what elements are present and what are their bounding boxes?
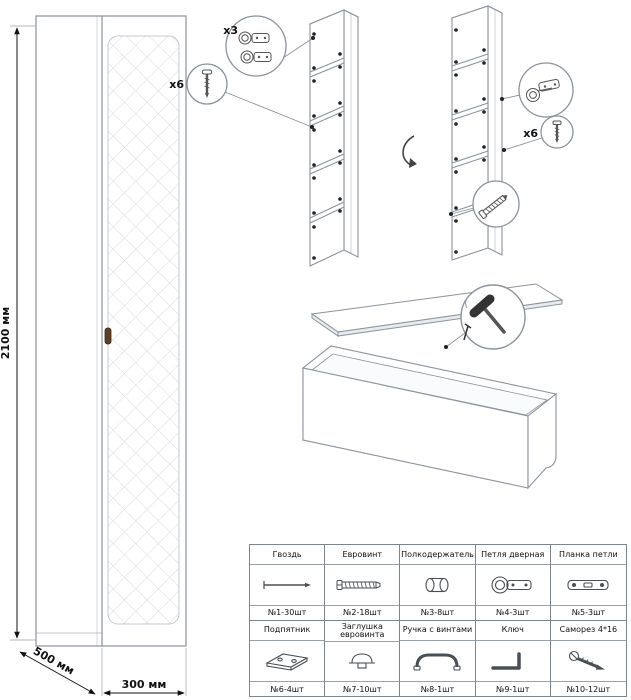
hammer-callout bbox=[444, 284, 526, 350]
part-name: Полкодержатель bbox=[400, 545, 475, 565]
euroscrew-icon bbox=[478, 194, 508, 219]
part-cell-screw-cap: Заглушка евровинта №7-10шт bbox=[325, 620, 401, 696]
part-cell-key: Ключ №9-1шт bbox=[475, 620, 551, 696]
part-qty: №5-3шт bbox=[550, 604, 626, 620]
drill-hole-dots bbox=[312, 32, 342, 260]
part-cell-shelf-support: Полкодержатель №3-8шт bbox=[400, 545, 476, 621]
screws-right-qty-label: x6 bbox=[523, 127, 538, 140]
flip-arrow bbox=[402, 135, 417, 168]
hinge-icon bbox=[238, 31, 272, 64]
part-cell-euroscrew: Евровинт №2-18шт bbox=[325, 545, 401, 621]
euroscrew-callout bbox=[449, 180, 520, 228]
foot-glide-icon bbox=[250, 641, 324, 682]
part-qty: №7-10шт bbox=[325, 681, 400, 696]
part-qty: №4-3шт bbox=[475, 604, 550, 620]
part-qty: №8-1шт bbox=[400, 681, 475, 696]
screws-left-qty-label: x6 bbox=[169, 78, 184, 91]
screws-callout-left: x6 bbox=[169, 63, 314, 129]
part-cell-door-hinge: Петля дверная №4-3шт bbox=[475, 545, 551, 621]
part-cell-hinge-plate: Планка петли №5-3шт bbox=[550, 545, 626, 621]
exploded-side-panel-left bbox=[308, 9, 360, 267]
part-name: Саморез 4*16 bbox=[550, 621, 626, 641]
shelf-lines bbox=[451, 53, 489, 218]
part-cell-nail: Гвоздь №1-30шт bbox=[250, 545, 326, 621]
hinge-callout-left: x3 bbox=[223, 15, 315, 77]
part-name: Заглушка евровинта bbox=[325, 621, 400, 643]
handle-icon bbox=[400, 641, 474, 682]
part-name: Петля дверная bbox=[475, 545, 550, 565]
part-cell-handle: Ручка с винтами №8-1шт bbox=[400, 620, 476, 696]
part-qty: №6-4шт bbox=[250, 681, 325, 696]
screw-icon bbox=[202, 69, 212, 98]
part-qty: №10-12шт bbox=[550, 681, 626, 696]
parts-table: Гвоздь №1-30шт Евровинт №2-18шт Полкодер… bbox=[249, 544, 627, 697]
depth-dimension-label: 500 мм bbox=[31, 644, 76, 677]
part-cell-screw: Саморез 4*16 №10-12шт bbox=[550, 620, 626, 696]
wardrobe-front-view bbox=[35, 15, 187, 647]
dimension-height: 2100 мм bbox=[0, 25, 36, 641]
euroscrew-icon bbox=[325, 565, 399, 605]
part-name: Планка петли bbox=[550, 545, 626, 565]
part-name: Подпятник bbox=[250, 621, 325, 641]
part-name: Евровинт bbox=[325, 545, 400, 565]
part-name: Гвоздь bbox=[250, 545, 325, 565]
shelf-support-icon bbox=[400, 565, 474, 605]
screw-icon bbox=[551, 641, 626, 682]
hinge-plate-icon bbox=[551, 565, 626, 605]
part-qty: №9-1шт bbox=[475, 681, 550, 696]
door-handle bbox=[104, 327, 112, 345]
part-cell-foot-glide: Подпятник №6-4шт bbox=[250, 620, 326, 696]
hinge-callout-right bbox=[500, 62, 574, 118]
hammer-icon bbox=[463, 294, 506, 341]
part-qty: №1-30шт bbox=[250, 604, 325, 620]
door-hinge-icon bbox=[476, 565, 550, 605]
key-icon bbox=[476, 641, 550, 682]
door-quilt-panel bbox=[107, 35, 180, 625]
part-name: Ручка с винтами bbox=[400, 621, 475, 641]
dimension-width: 300 мм bbox=[101, 648, 187, 696]
part-qty: №3-8шт bbox=[400, 604, 475, 620]
screw-icon bbox=[552, 120, 562, 143]
hinge-icon bbox=[526, 78, 560, 102]
height-dimension-label: 2100 мм bbox=[0, 307, 12, 359]
base-box bbox=[301, 344, 558, 490]
width-dimension-label: 300 мм bbox=[122, 678, 167, 691]
screws-callout-right: x6 bbox=[502, 115, 574, 152]
dimension-depth: 500 мм bbox=[19, 644, 96, 695]
screw-cap-icon bbox=[325, 642, 399, 681]
part-name: Ключ bbox=[475, 621, 550, 641]
hinge-qty-label: x3 bbox=[223, 24, 238, 37]
part-qty: №2-18шт bbox=[325, 604, 400, 620]
shelf-lines bbox=[309, 57, 345, 224]
nail-icon bbox=[250, 565, 324, 605]
